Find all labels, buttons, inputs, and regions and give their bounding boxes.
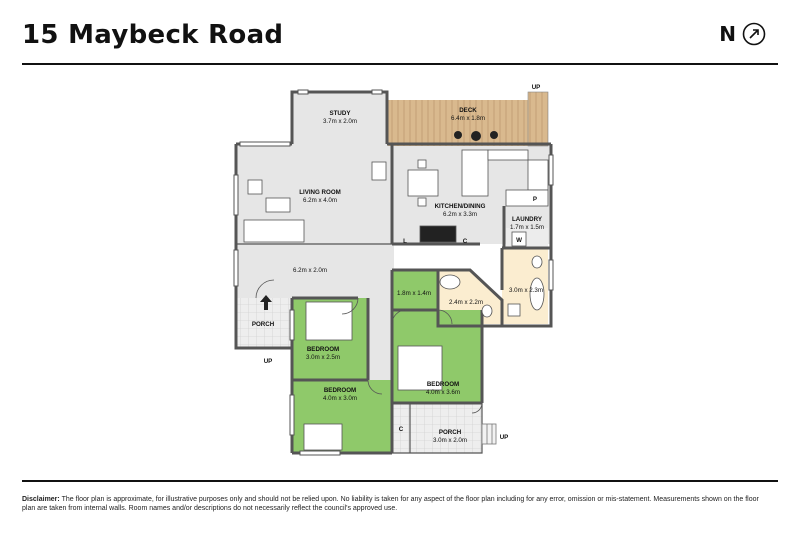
furniture bbox=[243, 149, 549, 451]
laundry-name: LAUNDRY bbox=[512, 216, 543, 223]
study-size: 3.7m x 2.0m bbox=[323, 118, 357, 125]
bed2-size: 4.0m x 3.0m bbox=[323, 395, 357, 402]
washer-marker: W bbox=[516, 237, 522, 244]
study-name: STUDY bbox=[330, 110, 352, 117]
wir-size: 1.8m x 1.4m bbox=[397, 290, 431, 297]
disclaimer-label: Disclaimer: bbox=[22, 496, 60, 503]
footer-divider bbox=[22, 480, 778, 482]
bed2-name: BEDROOM bbox=[324, 387, 356, 394]
bed3-name: BEDROOM bbox=[427, 381, 459, 388]
ensuite-size: 2.4m x 2.2m bbox=[449, 299, 483, 306]
page-title: 15 Maybeck Road bbox=[22, 20, 284, 50]
kitchen-size: 6.2m x 3.3m bbox=[443, 211, 477, 218]
steps bbox=[481, 423, 497, 445]
deck-name: DECK bbox=[459, 107, 477, 114]
windows bbox=[233, 89, 554, 456]
north-label: N bbox=[719, 22, 736, 46]
doors bbox=[255, 279, 483, 414]
cupboard-porch-marker: C bbox=[399, 426, 404, 433]
bed1-name: BEDROOM bbox=[307, 346, 339, 353]
north-indicator: N bbox=[719, 22, 766, 46]
disclaimer: Disclaimer: The floor plan is approximat… bbox=[22, 495, 762, 513]
bed1-size: 3.0m x 2.5m bbox=[306, 354, 340, 361]
porch-arrow-icon bbox=[260, 295, 272, 310]
header-divider bbox=[22, 63, 778, 65]
bed3-size: 4.0m x 3.6m bbox=[426, 389, 460, 396]
deck-size: 6.4m x 1.8m bbox=[451, 115, 485, 122]
cupboard-kitchen-marker: C bbox=[463, 238, 468, 245]
disclaimer-text: The floor plan is approximate, for illus… bbox=[22, 496, 759, 512]
bath-size: 3.0m x 2.3m bbox=[509, 287, 543, 294]
up-side-marker: UP bbox=[264, 358, 273, 365]
deck-area bbox=[388, 91, 549, 147]
linen-marker: L bbox=[403, 238, 407, 245]
up-front-marker: UP bbox=[500, 434, 509, 441]
laundry-size: 1.7m x 1.5m bbox=[510, 224, 544, 231]
porch-front-size: 3.0m x 2.0m bbox=[433, 437, 467, 444]
kitchen-name: KITCHEN/DINING bbox=[435, 203, 486, 210]
up-deck-marker: UP bbox=[532, 84, 541, 91]
hall-size: 6.2m x 2.0m bbox=[293, 267, 327, 274]
pantry-marker: P bbox=[533, 196, 537, 203]
living-size: 6.2m x 4.0m bbox=[303, 197, 337, 204]
porch-side-name: PORCH bbox=[252, 321, 275, 328]
porch-front-name: PORCH bbox=[439, 429, 462, 436]
compass-arrow-icon bbox=[742, 22, 766, 46]
living-name: LIVING ROOM bbox=[299, 189, 341, 196]
